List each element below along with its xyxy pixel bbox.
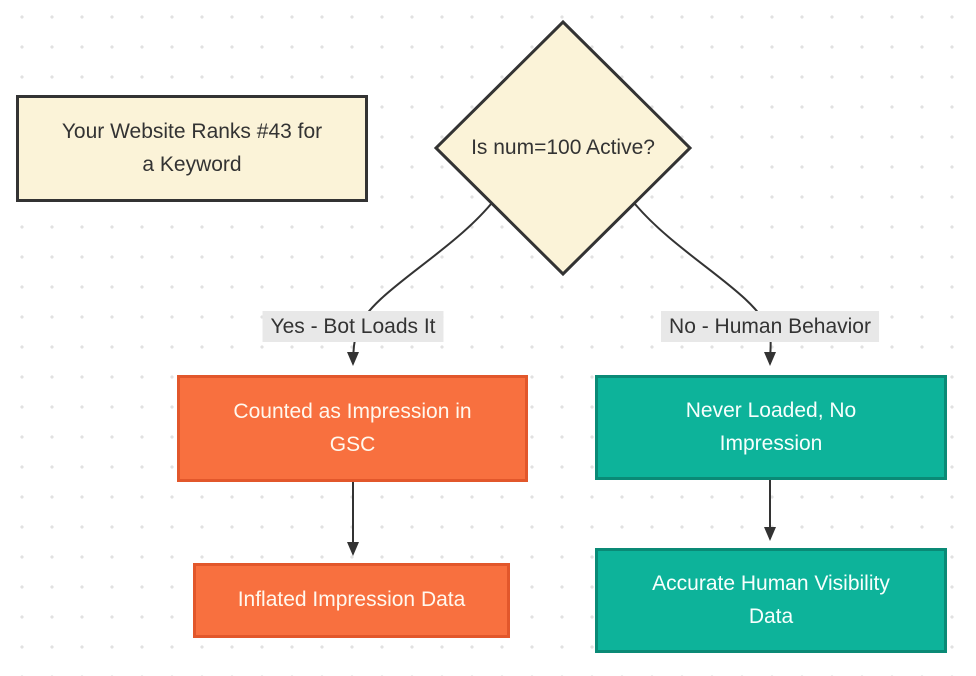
node-accurate-data: Accurate Human Visibility Data <box>595 548 947 653</box>
decision-diamond-shape <box>433 19 693 277</box>
node-counted-impression: Counted as Impression in GSC <box>177 375 528 482</box>
node-never-loaded: Never Loaded, No Impression <box>595 375 947 480</box>
node-rank-box: Your Website Ranks #43 for a Keyword <box>16 95 368 202</box>
node-decision-label: Is num=100 Active? <box>471 136 655 159</box>
edge-label-no: No - Human Behavior <box>661 311 879 343</box>
edge-label-yes: Yes - Bot Loads It <box>262 311 444 343</box>
node-inflated-data: Inflated Impression Data <box>193 563 510 638</box>
